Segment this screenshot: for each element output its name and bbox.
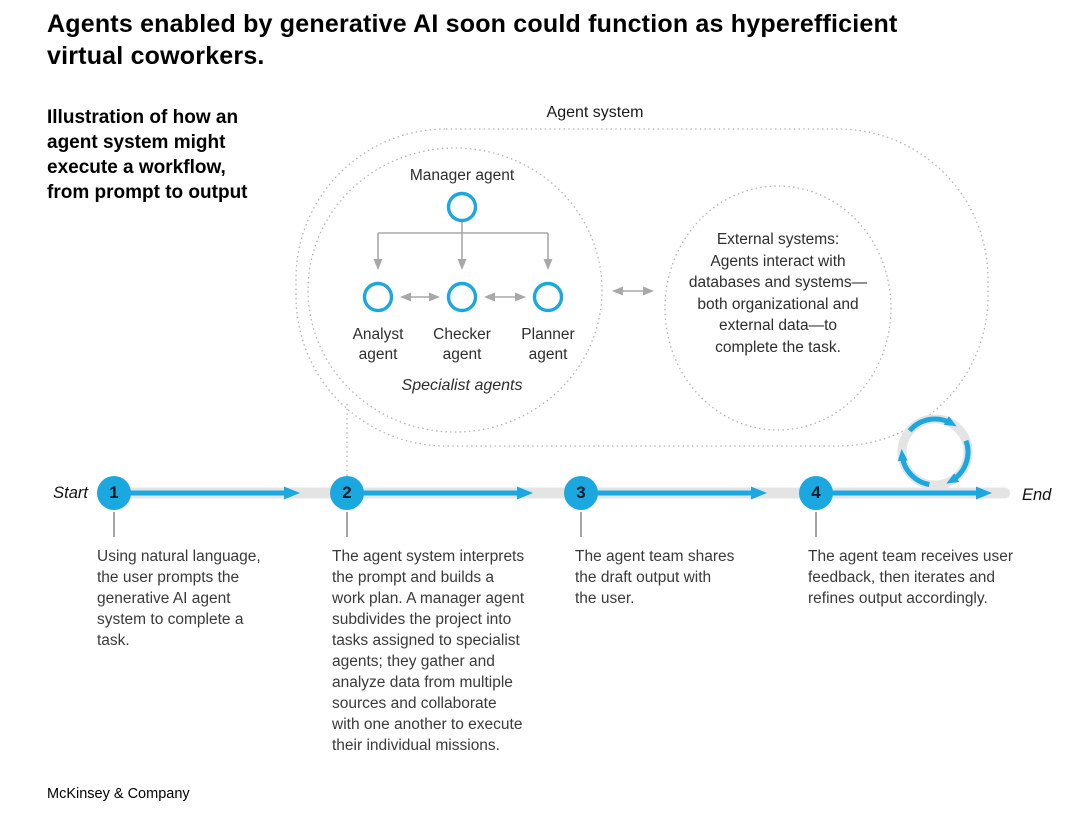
checker-agent-label: Checker agent [433, 326, 491, 363]
timeline-end-label: End [1022, 486, 1052, 504]
step-description-4: The agent team receives user feedback, t… [808, 548, 1014, 607]
step-number-2: 2 [342, 483, 352, 502]
specialist-agents-caption: Specialist agents [401, 377, 523, 394]
iteration-loop-icon [897, 416, 971, 487]
step-number-1: 1 [109, 483, 119, 502]
step-number-4: 4 [811, 483, 821, 502]
timeline-step-circles [97, 476, 833, 510]
external-systems-text: External systems: Agents interact with d… [688, 231, 868, 356]
step-description-3: The agent team shares the draft output w… [575, 548, 735, 607]
planner-agent-node [532, 281, 564, 313]
intro-caption: Illustration of how an agent system migh… [47, 107, 248, 203]
planner-agent-label: Planner agent [521, 326, 575, 363]
agent-system-label: Agent system [546, 104, 644, 121]
source-attribution: McKinsey & Company [47, 786, 190, 802]
manager-agent-node [446, 191, 478, 223]
step-tick-lines [113, 512, 817, 537]
org-chart-connectors [373, 222, 654, 302]
analyst-agent-node [362, 281, 394, 313]
step-description-1: Using natural language, the user prompts… [97, 548, 261, 649]
timeline-start-label: Start [53, 484, 88, 502]
step-number-3: 3 [576, 483, 586, 502]
manager-agent-label: Manager agent [409, 167, 515, 184]
analyst-agent-label: Analyst agent [352, 326, 404, 363]
checker-agent-node [446, 281, 478, 313]
page-title: Agents enabled by generative AI soon cou… [47, 10, 898, 70]
external-systems-boundary [664, 185, 892, 431]
specialist-agents-boundary [307, 147, 603, 433]
step-description-2: The agent system interprets the prompt a… [332, 548, 525, 754]
